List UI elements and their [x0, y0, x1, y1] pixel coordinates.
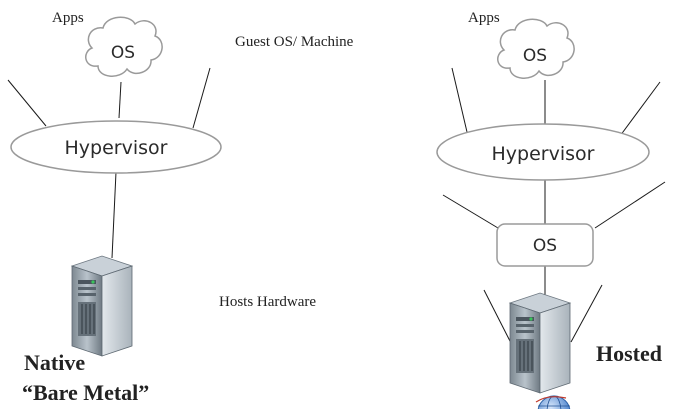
hosted-title: Hosted [596, 341, 662, 366]
native-apps-label: Apps [52, 10, 84, 26]
hosted-hardware-line-right [570, 284, 603, 343]
hosted-guest-os-label: OS [523, 46, 547, 66]
hosted-host-os-box [496, 223, 594, 267]
native-os-label: OS [111, 43, 135, 63]
native-hypervisor-ellipse [10, 120, 222, 174]
hosted-host-os-label: OS [533, 236, 557, 256]
globe-icon [535, 395, 571, 409]
hosted-host-app-line-right [594, 181, 666, 229]
native-os-line [118, 81, 122, 119]
hosted-hypervisor-ellipse [436, 123, 650, 181]
hosted-host-app-line-left [442, 194, 499, 229]
hosted-hypervisor-label: Hypervisor [492, 143, 595, 165]
hosts-hardware-label: Hosts Hardware [219, 294, 316, 310]
guest-os-machine-label: Guest OS/ Machine [235, 34, 354, 50]
hosted-architecture: Apps OS Hypervisor OS Hosted [436, 10, 666, 409]
native-app-line-right [192, 67, 211, 129]
hosted-server-icon [508, 292, 572, 394]
native-app-line-left [7, 79, 47, 127]
native-hypervisor-to-hardware-line [111, 171, 117, 259]
native-hypervisor-label: Hypervisor [65, 137, 168, 159]
native-architecture: Apps OS Hypervisor Native “Bare Metal” [7, 10, 222, 405]
native-server-icon [70, 255, 134, 357]
native-title: Native [24, 350, 85, 375]
hosted-app-line-right [619, 81, 661, 137]
native-os-cloud [85, 16, 163, 77]
hosted-hardware-line-left [483, 289, 513, 346]
hosted-apps-label: Apps [468, 10, 500, 26]
hosted-os-cloud [497, 18, 575, 79]
hosted-app-line-left [451, 67, 468, 133]
bare-metal-title: “Bare Metal” [22, 380, 149, 405]
